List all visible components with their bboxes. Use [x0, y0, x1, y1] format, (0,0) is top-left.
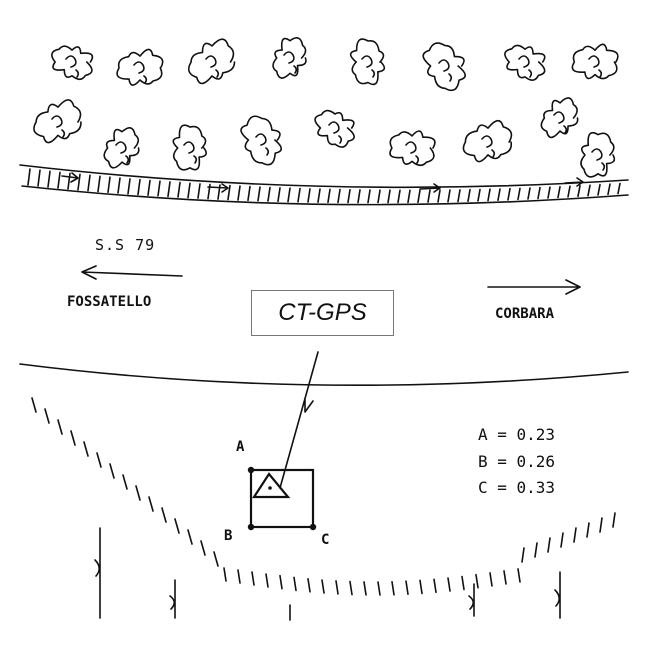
station-name: CT-GPS	[278, 299, 367, 326]
station-square	[247, 466, 317, 531]
tree-icon	[187, 38, 236, 85]
pointer-arrow	[279, 351, 319, 489]
tree-row	[33, 37, 619, 178]
tree-icon	[389, 130, 436, 167]
triangle-marker-icon	[251, 472, 291, 499]
distance-c: C = 0.33	[478, 478, 556, 497]
tree-icon	[240, 115, 283, 166]
point-label-c: C	[321, 532, 330, 548]
arrow-right-icon	[487, 279, 581, 295]
tree-icon	[272, 37, 307, 79]
tree-icon	[504, 44, 546, 81]
tree-icon	[103, 127, 140, 169]
point-label-b: B	[224, 528, 233, 544]
tree-icon	[540, 97, 579, 139]
station-label-box: CT-GPS	[251, 290, 394, 336]
tree-icon	[116, 48, 164, 86]
tree-icon	[580, 131, 616, 178]
direction-right-label: CORBARA	[495, 306, 555, 322]
survey-poles	[94, 527, 561, 621]
point-label-a: A	[236, 439, 245, 455]
tree-icon	[33, 99, 82, 144]
tree-icon	[51, 45, 94, 81]
road-edge-top	[19, 164, 629, 206]
arrow-left-icon	[81, 265, 183, 280]
embankment-hatching	[31, 397, 616, 596]
distance-a: A = 0.23	[478, 425, 556, 444]
tree-icon	[172, 124, 207, 171]
direction-left-label: FOSSATELLO	[67, 294, 152, 310]
tree-icon	[314, 109, 355, 148]
tree-icon	[349, 38, 386, 86]
tree-icon	[422, 42, 466, 92]
road-code: S.S 79	[95, 236, 156, 254]
flow-arrow-icon	[61, 172, 584, 193]
road-edge-bottom	[19, 363, 629, 387]
tree-icon	[462, 119, 513, 163]
tree-icon	[571, 43, 619, 80]
distance-b: B = 0.26	[478, 452, 556, 471]
